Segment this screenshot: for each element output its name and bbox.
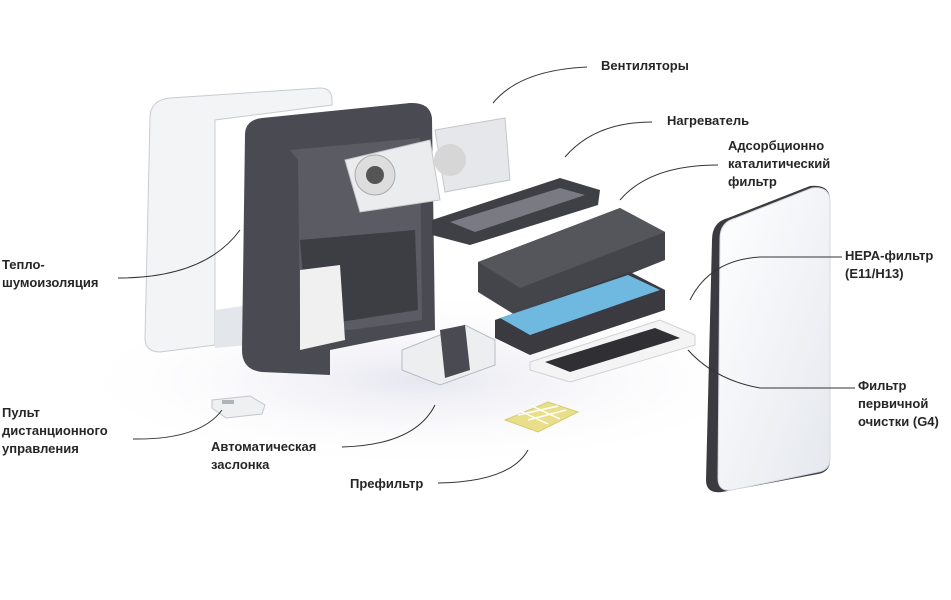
label-g4-filter: Фильтр первичной очистки (G4) <box>858 377 939 431</box>
front-panel <box>706 185 831 493</box>
g4-filter <box>529 319 696 383</box>
label-line: управления <box>2 441 79 456</box>
adsorption-filter <box>478 208 665 318</box>
remote-control <box>211 395 266 419</box>
label-line: первичной <box>858 396 929 411</box>
prefilter <box>503 401 580 433</box>
leader-damper <box>341 404 436 448</box>
leader-g4 <box>687 349 855 389</box>
fans <box>344 117 511 213</box>
leader-hepa <box>689 256 842 301</box>
label-remote-control: Пульт дистанционного управления <box>2 404 108 458</box>
hepa-filter <box>495 272 665 355</box>
label-line: Пульт <box>2 405 40 420</box>
label-fans: Вентиляторы <box>601 58 689 73</box>
label-line: Тепло- <box>2 257 45 272</box>
label-line: Адсорбционно <box>728 138 825 153</box>
label-line: Фильтр <box>858 378 907 393</box>
label-line: шумоизоляция <box>2 275 99 290</box>
leader-remote <box>132 409 223 440</box>
label-line: дистанционного <box>2 423 108 438</box>
label-adsorption-filter: Адсорбционно каталитический фильтр <box>728 137 830 191</box>
label-line: (E11/H13) <box>845 266 904 281</box>
label-insulation: Тепло- шумоизоляция <box>2 256 98 292</box>
label-line: каталитический <box>728 156 831 171</box>
insulation-housing <box>242 102 435 376</box>
leader-insulation <box>117 229 241 279</box>
back-cover <box>144 87 333 353</box>
label-prefilter: Префильтр <box>350 476 424 491</box>
leader-heater <box>564 121 653 158</box>
leader-lines <box>117 66 855 484</box>
label-line: Автоматическая <box>211 439 317 454</box>
label-line: HEPA-фильтр <box>845 248 934 263</box>
automatic-damper <box>401 324 496 386</box>
label-hepa-filter: HEPA-фильтр (E11/H13) <box>845 247 933 283</box>
heater <box>432 178 600 245</box>
leader-fans <box>492 66 588 104</box>
label-automatic-damper: Автоматическая заслонка <box>211 438 316 474</box>
label-line: заслонка <box>211 457 270 472</box>
label-line: очистки (G4) <box>858 414 939 429</box>
label-heater: Нагреватель <box>667 113 750 128</box>
leader-adsorption <box>619 164 719 201</box>
label-line: фильтр <box>728 174 777 189</box>
leader-prefilter <box>437 449 529 484</box>
